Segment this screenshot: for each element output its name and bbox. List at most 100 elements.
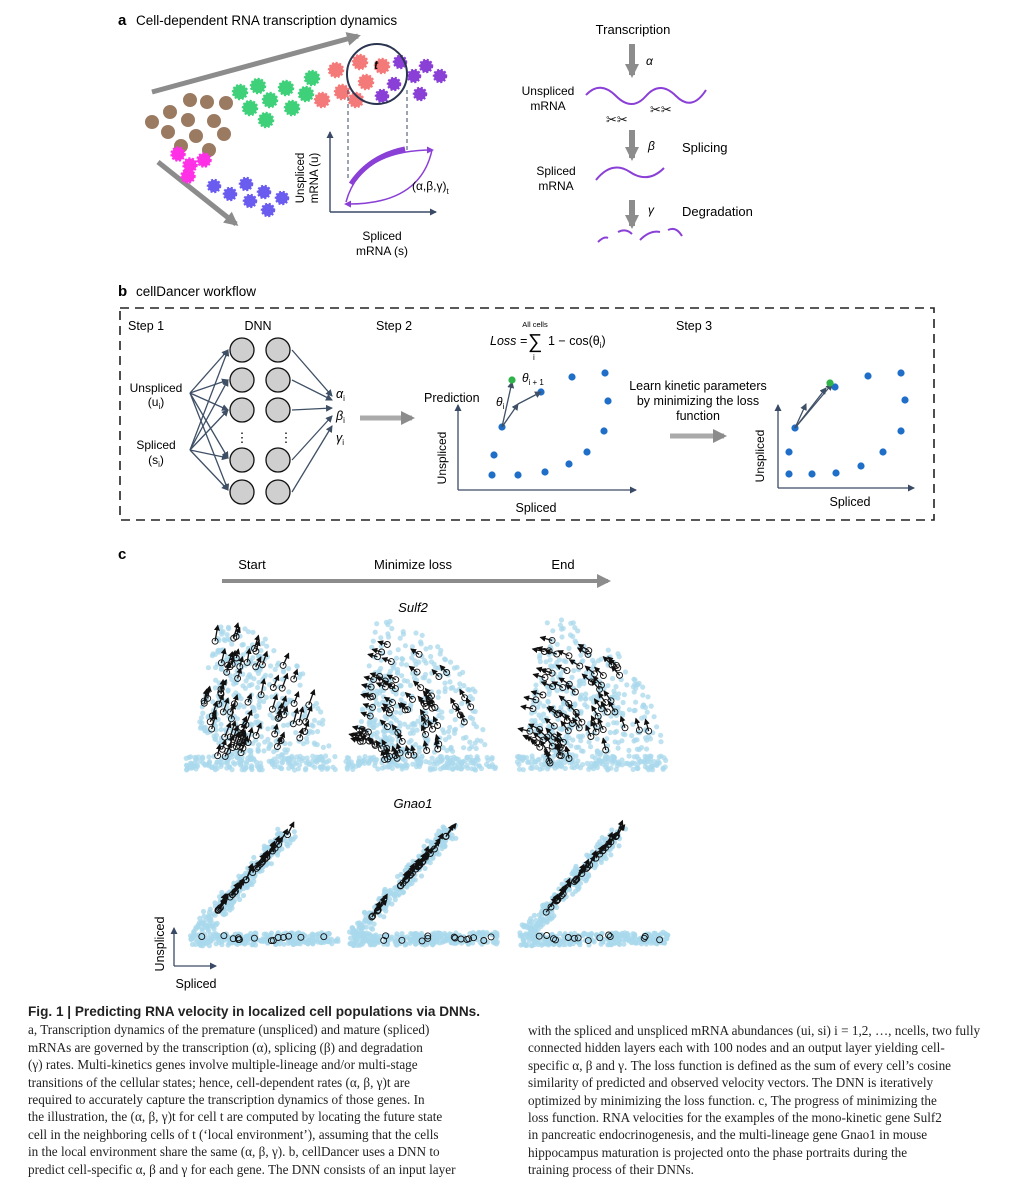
cloud-point xyxy=(199,704,205,710)
cell-marker xyxy=(384,755,392,763)
cloud-point xyxy=(410,727,416,733)
velocity-arrow xyxy=(211,700,219,717)
cloud-point xyxy=(442,737,449,743)
velocity-arrow xyxy=(459,688,466,699)
cloud-point xyxy=(370,724,376,731)
cloud-point xyxy=(423,660,429,666)
velocity-arrow xyxy=(419,698,427,707)
cloud-point xyxy=(576,667,582,673)
cloud-point xyxy=(286,666,292,672)
cloud-point xyxy=(654,724,660,730)
dnn-nodes xyxy=(229,337,291,505)
cell-marker xyxy=(548,636,556,644)
velocity-arrow xyxy=(412,680,422,689)
cloud-point xyxy=(223,906,229,912)
velocity-arrow xyxy=(393,748,399,759)
cell-marker xyxy=(605,931,613,939)
cloud-point xyxy=(616,843,622,849)
cloud-point xyxy=(580,748,586,754)
cloud-point xyxy=(249,642,256,648)
cloud-point xyxy=(231,692,237,698)
prediction-label: Prediction xyxy=(424,391,480,405)
velocity-arrow xyxy=(375,682,386,688)
cloud-point xyxy=(207,906,213,912)
cloud-point xyxy=(518,942,524,948)
caption-left: Fig. 1 | Predicting RNA velocity in loca… xyxy=(28,1003,506,1178)
cloud-point xyxy=(381,914,387,920)
cloud-point xyxy=(525,759,531,765)
loss-sigma: ∑ xyxy=(528,331,542,353)
step2-dots xyxy=(488,369,612,479)
cell-marker xyxy=(398,936,406,944)
cell-marker xyxy=(387,658,395,666)
cloud-point xyxy=(374,621,380,627)
cloud-point xyxy=(441,730,447,736)
cloud-point xyxy=(442,656,448,662)
cloud-point xyxy=(406,739,412,745)
cloud-point xyxy=(218,624,224,630)
cloud-point xyxy=(472,708,478,715)
cloud-point xyxy=(634,681,640,688)
cloud-point xyxy=(252,930,258,936)
cell-marker xyxy=(575,724,583,732)
cloud-point xyxy=(590,657,596,664)
end-label: End xyxy=(551,557,574,572)
cloud-point xyxy=(630,721,636,727)
cloud-point xyxy=(245,645,251,651)
velocity-arrow xyxy=(544,717,555,727)
cell-marker xyxy=(273,743,281,751)
cloud-point xyxy=(555,716,561,722)
phase-axis-y-label-1: Unspliced xyxy=(295,153,307,204)
cloud-point xyxy=(597,839,603,845)
cloud-point xyxy=(571,668,577,674)
cloud-point xyxy=(256,742,262,748)
cell-marker xyxy=(258,661,266,669)
cloud-point xyxy=(400,691,406,697)
cloud-point xyxy=(292,938,298,944)
cell-marker xyxy=(584,650,592,658)
cell-marker xyxy=(234,674,242,682)
gnao1-plot-start xyxy=(188,821,341,949)
velocity-arrow xyxy=(432,715,439,726)
cloud-point xyxy=(320,934,327,940)
cloud-point xyxy=(268,673,274,679)
cloud-point xyxy=(426,678,432,684)
cloud-point xyxy=(300,714,306,720)
cloud-point xyxy=(658,931,664,937)
cloud-point xyxy=(600,939,606,945)
velocity-arrow xyxy=(308,688,316,706)
cell-marker xyxy=(641,933,649,940)
cell-marker xyxy=(284,831,291,839)
cell-marker xyxy=(430,845,438,853)
cloud-point xyxy=(286,689,292,695)
cloud-point xyxy=(325,939,331,945)
loss-rhs: 1 − cos(θi) xyxy=(548,334,606,350)
cloud-point xyxy=(517,756,524,762)
velocity-arrow xyxy=(601,737,608,751)
cloud-point xyxy=(274,662,281,668)
caption-left-line: required to accurately capture the trans… xyxy=(28,1092,425,1108)
cloud-point xyxy=(608,942,615,948)
cell-marker xyxy=(554,896,561,904)
caption-left-line: predict cell-specific α, β and γ for eac… xyxy=(28,1161,456,1177)
cloud-point xyxy=(349,925,355,931)
cloud-point xyxy=(631,676,637,682)
cloud-point xyxy=(183,755,189,761)
cloud-point xyxy=(280,669,286,675)
cloud-point xyxy=(207,759,213,765)
cloud-point xyxy=(281,941,287,947)
gnao1-plot-mid xyxy=(347,822,500,949)
cloud-point xyxy=(381,728,388,734)
cell-marker xyxy=(376,673,384,680)
velocity-arrow xyxy=(577,643,590,652)
caption-right-line: with the spliced and unspliced mRNA abun… xyxy=(528,1023,981,1038)
cell-marker xyxy=(359,737,367,745)
cloud-point xyxy=(256,679,262,685)
cell-marker xyxy=(302,718,310,726)
cloud-point xyxy=(454,756,460,762)
cloud-point xyxy=(563,894,569,900)
cloud-point xyxy=(210,699,216,705)
step3-axis-y-label: Unspliced xyxy=(753,430,767,483)
cloud-point xyxy=(413,741,419,748)
dnn-ellipsis-1: ⋮ xyxy=(236,430,249,445)
